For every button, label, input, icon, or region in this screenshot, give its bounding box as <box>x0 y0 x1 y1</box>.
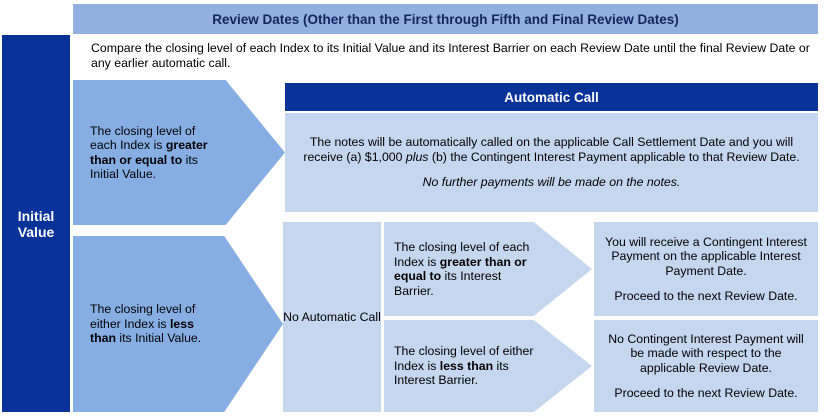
condition-gte-initial-value: The closing level of each Index is great… <box>73 80 285 225</box>
condition-lt-initial-value: The closing level of either Index is les… <box>73 236 283 412</box>
initial-value-rail: Initial Value <box>2 35 70 412</box>
condition-gte-initial-value-label: The closing level of each Index is great… <box>90 123 208 182</box>
spacer <box>297 164 806 175</box>
automatic-call-body-line2: No further payments will be made on the … <box>422 175 681 190</box>
outcome-payment-not-made-line2: Proceed to the next Review Date. <box>614 386 798 400</box>
outcome-payment-not-made-line1: No Contingent Interest Payment will be m… <box>608 331 804 375</box>
no-automatic-call-label: No Automatic Call <box>283 309 381 324</box>
flowchart-title: Review Dates (Other than the First throu… <box>73 4 818 34</box>
automatic-call-body: The notes will be automatically called o… <box>285 113 818 212</box>
outcome-payment-made-line2: Proceed to the next Review Date. <box>614 289 798 303</box>
no-automatic-call-box: No Automatic Call <box>283 222 381 412</box>
condition-gte-interest-barrier: The closing level of each Index is great… <box>384 222 592 316</box>
spacer <box>602 375 810 386</box>
intro-paragraph: Compare the closing level of each Index … <box>91 41 810 70</box>
automatic-call-body-line1: The notes will be automatically called o… <box>303 135 800 164</box>
outcome-payment-not-made: No Contingent Interest Payment will be m… <box>594 320 818 412</box>
condition-gte-interest-barrier-label: The closing level of each Index is great… <box>394 240 530 298</box>
condition-lt-initial-value-label: The closing level of either Index is les… <box>90 302 202 346</box>
spacer <box>602 278 810 289</box>
condition-lt-interest-barrier-label: The closing level of either Index is les… <box>394 344 534 388</box>
outcome-payment-made-line1: You will receive a Contingent Interest P… <box>605 234 807 278</box>
outcome-payment-made: You will receive a Contingent Interest P… <box>594 222 818 316</box>
condition-lt-interest-barrier: The closing level of either Index is les… <box>384 320 592 412</box>
automatic-call-header: Automatic Call <box>285 83 818 111</box>
